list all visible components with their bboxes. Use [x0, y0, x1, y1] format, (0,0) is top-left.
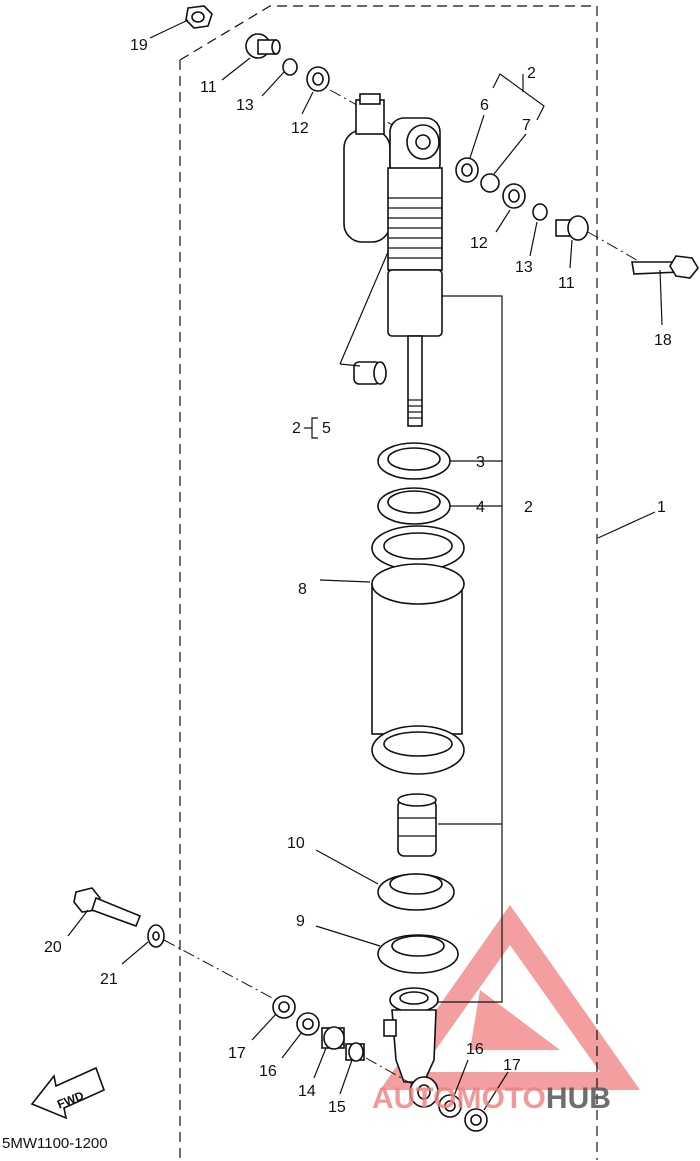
callout-14: 14 [298, 1083, 316, 1100]
spring-guide-10-icon [377, 873, 455, 911]
bolt-20-icon [73, 887, 142, 928]
callout-18: 18 [654, 332, 672, 349]
seal-16-right-icon [438, 1094, 462, 1118]
callout-12-right: 12 [470, 235, 488, 252]
bushing-6-icon [455, 157, 479, 183]
bearing-14-icon [321, 1026, 345, 1050]
callout-11-left: 11 [200, 79, 217, 96]
callout-16-right: 16 [466, 1041, 484, 1058]
watermark-text-primary: AUTOMOTO [372, 1082, 546, 1115]
callout-4: 4 [476, 499, 485, 516]
locknut-3-icon [377, 442, 451, 480]
spring-8-icon [371, 525, 465, 775]
shock-body [387, 117, 443, 427]
ring-16-left-icon [296, 1012, 320, 1036]
callout-11-right: 11 [558, 275, 575, 292]
callout-6: 6 [480, 97, 489, 114]
callout-5: 5 [322, 420, 331, 437]
o-ring-13-icon [282, 58, 298, 76]
callout-2-top: 2 [527, 65, 536, 82]
callout-15: 15 [328, 1099, 346, 1116]
callout-12-left: 12 [291, 120, 309, 137]
o-ring-13-right-icon [532, 203, 548, 221]
seal-17-right-icon [464, 1108, 488, 1132]
spring-seat-9-icon [377, 934, 459, 974]
bolt-18-icon [631, 255, 699, 279]
forward-arrow-icon: FWD [30, 1066, 106, 1120]
lower-mount [383, 987, 439, 1108]
callout-9: 9 [296, 913, 305, 930]
callout-17-left: 17 [228, 1045, 246, 1062]
shock-reservoir [343, 93, 391, 243]
callout-1: 1 [657, 499, 666, 516]
seal-12-right-icon [502, 183, 526, 209]
callout-3: 3 [476, 454, 485, 471]
callout-2-group: 2 [524, 499, 533, 516]
callout-8: 8 [298, 581, 307, 598]
callout-19: 19 [130, 37, 148, 54]
callout-2-adjuster: 2 [292, 420, 301, 437]
callout-13-left: 13 [236, 97, 254, 114]
nut-19-icon [185, 5, 213, 29]
washer-21-icon [147, 924, 165, 948]
seal-12-icon [306, 66, 330, 92]
callout-13-right: 13 [515, 259, 533, 276]
watermark-text: AUTOMOTOHUB [372, 1082, 611, 1115]
adjuster-nut-4-icon [377, 487, 451, 525]
adjuster-5-icon [353, 361, 387, 385]
bump-stopper [397, 793, 437, 857]
collar-15-icon [345, 1042, 365, 1062]
callout-10: 10 [287, 835, 305, 852]
collar-11-icon [245, 33, 281, 59]
diagram-code: 5MW1100-1200 [2, 1135, 108, 1152]
callout-17-right: 17 [503, 1057, 521, 1074]
callout-16-left: 16 [259, 1063, 277, 1080]
callout-7: 7 [522, 117, 531, 134]
collar-11-right-icon [555, 215, 589, 241]
seal-17-left-icon [272, 995, 296, 1019]
ring-7-icon [480, 173, 500, 193]
callout-20: 20 [44, 939, 62, 956]
callout-21: 21 [100, 971, 118, 988]
assembly-boundary [179, 5, 598, 1160]
watermark-text-secondary: HUB [546, 1082, 611, 1115]
watermark-logo [380, 905, 640, 1090]
